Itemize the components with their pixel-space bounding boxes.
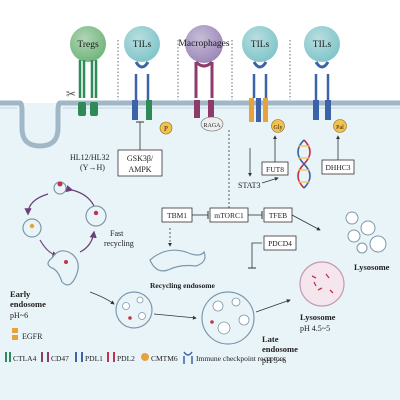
svg-text:PDCD4: PDCD4: [268, 239, 292, 248]
legend-icr: Immune checkpoint receptors: [183, 351, 285, 364]
svg-text:Pal: Pal: [336, 125, 344, 131]
section-dividers: [117, 40, 291, 100]
svg-text:CD47: CD47: [51, 354, 69, 363]
svg-text:Gly: Gly: [274, 125, 283, 131]
y-to-h-label: (Y→H): [80, 163, 105, 172]
legend-ctla4: CTLA4: [5, 352, 37, 363]
hl12-label: HL12/HL32: [70, 153, 110, 162]
tils-label-2: TILs: [251, 40, 270, 50]
raga-tag: RAGA: [200, 116, 224, 132]
dhhc3-box: DHHC3: [321, 159, 355, 175]
legend-cmtm6: CMTM6: [141, 353, 178, 363]
svg-text:Immune checkpoint receptors: Immune checkpoint receptors: [196, 354, 285, 363]
tfeb-box: TFEB: [263, 207, 293, 223]
early-label: Early: [10, 289, 31, 299]
endosome-label: endosome: [10, 299, 46, 309]
lysosome-cluster: [345, 211, 387, 254]
lysosome-label: Lysosome: [300, 312, 336, 322]
fast-label: Fast: [110, 229, 124, 238]
fut8-box: FUT8: [261, 161, 289, 176]
tbm1-box: TBM1: [161, 207, 193, 223]
legend: EGFR CTLA4 CD47 PDL1 PDL2 CMTM6 Immune c…: [5, 328, 285, 364]
cell-membrane: [0, 100, 400, 149]
recycling-label: recycling: [104, 239, 134, 248]
late-endosome: [201, 291, 255, 345]
lysosome-ph-label: pH 4.5~5: [300, 324, 330, 333]
svg-text:TBM1: TBM1: [167, 211, 187, 220]
late-label: Late: [262, 334, 279, 344]
svg-text:FUT8: FUT8: [266, 165, 284, 174]
svg-text:RAGA: RAGA: [203, 123, 221, 129]
cell-tregs: Tregs: [70, 26, 106, 62]
late-endosome-small: [115, 291, 153, 329]
svg-text:GSK3β/: GSK3β/: [127, 154, 154, 163]
lysosome: [299, 261, 345, 307]
legend-pdl1: PDL1: [75, 352, 103, 363]
lysosome-right-label: Lysosome: [354, 262, 390, 272]
svg-text:mTORC1: mTORC1: [214, 211, 244, 220]
svg-text:AMPK: AMPK: [128, 165, 151, 174]
late-ph-label: pH 5~6: [262, 356, 286, 365]
svg-text:TFEB: TFEB: [269, 211, 287, 220]
legend-egfr: EGFR: [12, 328, 43, 341]
svg-text:P: P: [164, 125, 168, 133]
svg-text:EGFR: EGFR: [22, 332, 43, 341]
legend-cd47: CD47: [41, 352, 69, 363]
mtorc1-box: mTORC1: [209, 207, 249, 223]
scissors-icon: ✂: [66, 87, 76, 101]
svg-text:PDL1: PDL1: [85, 354, 103, 363]
recycling-endosome-label: Recycling endosome: [150, 281, 215, 290]
dna-icon: [297, 139, 311, 189]
tregs-label: Tregs: [77, 40, 99, 50]
recycling-endosome: [149, 249, 206, 272]
cell-tils-3: TILs: [304, 26, 340, 62]
p-tag: P: [159, 121, 173, 135]
cell-tils-2: TILs: [242, 26, 278, 62]
svg-text:DHHC3: DHHC3: [325, 163, 350, 172]
receptors: ✂: [66, 60, 331, 122]
tils-label-1: TILs: [133, 40, 152, 50]
stat3-label: STAT3: [238, 181, 260, 190]
tils-label-3: TILs: [313, 40, 332, 50]
gly-tag: Gly: [271, 119, 285, 133]
legend-pdl2: PDL2: [107, 352, 135, 363]
early-ph-label: pH~6: [10, 311, 28, 320]
svg-text:PDL2: PDL2: [117, 354, 135, 363]
pal-tag: Pal: [333, 119, 347, 133]
gsk3b-ampk-box: GSK3β/ AMPK: [117, 149, 163, 177]
svg-text:CTLA4: CTLA4: [13, 354, 37, 363]
macrophages-label: Macrophages: [178, 39, 229, 49]
late-endosome-label: endosome: [262, 344, 298, 354]
svg-text:CMTM6: CMTM6: [151, 354, 178, 363]
cell-tils-1: TILs: [124, 26, 160, 62]
cell-macrophages: Macrophages: [178, 25, 230, 63]
pdcd4-box: PDCD4: [263, 235, 297, 251]
endocytosis-cycle: [22, 181, 107, 286]
